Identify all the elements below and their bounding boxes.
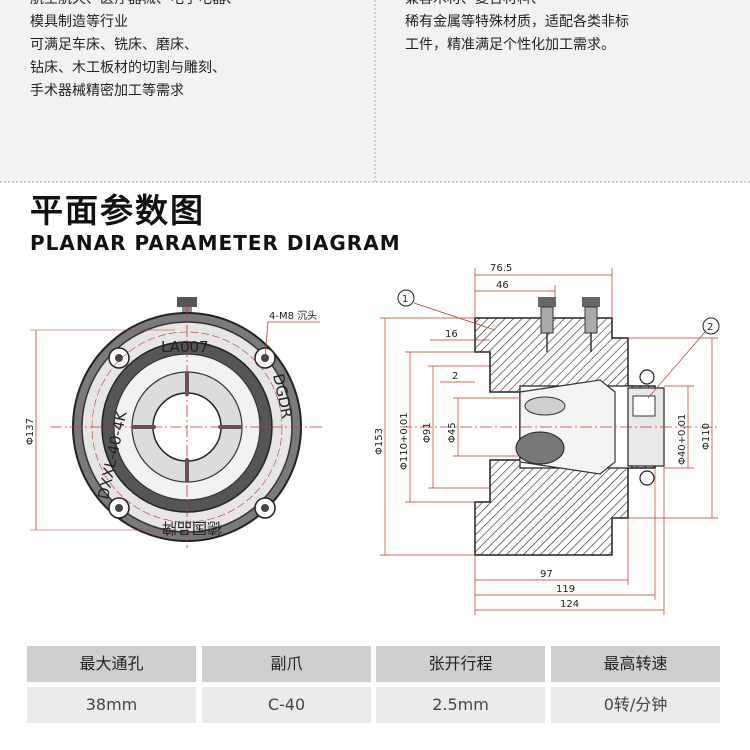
hole-callout: 4-M8 沉头 bbox=[269, 309, 317, 322]
spec-table: 最大通孔 副爪 张开行程 最高转速 38mm C-40 2.5mm 0转/分钟 bbox=[27, 646, 720, 724]
callout-2-label: 2 bbox=[707, 322, 713, 333]
dim-76-5: 76.5 bbox=[490, 263, 512, 274]
spec-value: 38mm bbox=[27, 687, 196, 723]
dim-124: 124 bbox=[560, 599, 579, 610]
intro-line: 稀有金属等特殊材质，适配各类非标 bbox=[405, 14, 629, 30]
side-section-view: 1 2 76.5 46 16 2 Φ153 Φ110+0.01 Φ91 Φ45 … bbox=[374, 263, 720, 615]
callout-2 bbox=[702, 317, 720, 335]
spec-value: 0转/分钟 bbox=[551, 687, 720, 723]
dim-119: 119 bbox=[556, 584, 575, 595]
intro-line: 手术器械精密加工等需求 bbox=[30, 83, 184, 99]
air-fitting-icon bbox=[538, 297, 600, 352]
dim-phi-91: Φ91 bbox=[422, 422, 433, 443]
dim-front-dia: Φ137 bbox=[25, 418, 36, 445]
planar-drawing: LA007 DXXL-40-4K DGDR 德国品牌 Φ137 4-M8 沉头 bbox=[25, 263, 720, 615]
spec-header: 最高转速 bbox=[551, 646, 720, 682]
dim-phi-40-tol: Φ40+0.01 bbox=[677, 414, 688, 465]
intro-line: 工件，精准满足个性化加工需求。 bbox=[405, 37, 615, 53]
ring-text-top: LA007 bbox=[161, 338, 209, 356]
nipple-icon bbox=[177, 297, 197, 307]
section-title-en: PLANAR PARAMETER DIAGRAM bbox=[30, 231, 401, 255]
dim-phi-110: Φ110 bbox=[701, 423, 712, 450]
dim-phi-153: Φ153 bbox=[374, 428, 385, 455]
spec-header: 张开行程 bbox=[376, 646, 545, 682]
spec-header-row: 最大通孔 副爪 张开行程 最高转速 bbox=[27, 646, 720, 685]
callout-1-label: 1 bbox=[402, 294, 408, 305]
dim-phi-45: Φ45 bbox=[447, 422, 458, 443]
intro-line: 航空航天、医疗器械、电子电器、 bbox=[30, 0, 240, 11]
intro-right-text: 兼容木材、复合材料、 稀有金属等特殊材质，适配各类非标 工件，精准满足个性化加工… bbox=[405, 0, 629, 57]
front-view: LA007 DXXL-40-4K DGDR 德国品牌 Φ137 4-M8 沉头 bbox=[25, 297, 325, 548]
ring-text-bottom: 德国品牌 bbox=[162, 519, 222, 537]
spec-header: 副爪 bbox=[202, 646, 371, 682]
spec-header: 最大通孔 bbox=[27, 646, 196, 682]
section-title-cn: 平面参数图 bbox=[30, 191, 205, 230]
dim-phi-110-tol: Φ110+0.01 bbox=[399, 412, 410, 470]
spec-value: C-40 bbox=[202, 687, 371, 723]
dim-16: 16 bbox=[445, 329, 458, 340]
callout-1 bbox=[397, 289, 415, 307]
dim-97: 97 bbox=[540, 569, 553, 580]
intro-line: 钻床、木工板材的切割与雕刻、 bbox=[30, 60, 226, 76]
intro-left-text: 航空航天、医疗器械、电子电器、 模具制造等行业 可满足车床、铣床、磨床、 钻床、… bbox=[30, 0, 240, 103]
spec-value: 2.5mm bbox=[376, 687, 545, 723]
intro-line: 模具制造等行业 bbox=[30, 14, 128, 30]
dim-2: 2 bbox=[452, 371, 458, 382]
spec-value-row: 38mm C-40 2.5mm 0转/分钟 bbox=[27, 687, 720, 726]
section-divider bbox=[0, 181, 750, 183]
dim-46: 46 bbox=[496, 280, 509, 291]
intro-divider bbox=[374, 0, 376, 182]
intro-line: 可满足车床、铣床、磨床、 bbox=[30, 37, 198, 53]
intro-line: 兼容木材、复合材料、 bbox=[405, 0, 629, 11]
